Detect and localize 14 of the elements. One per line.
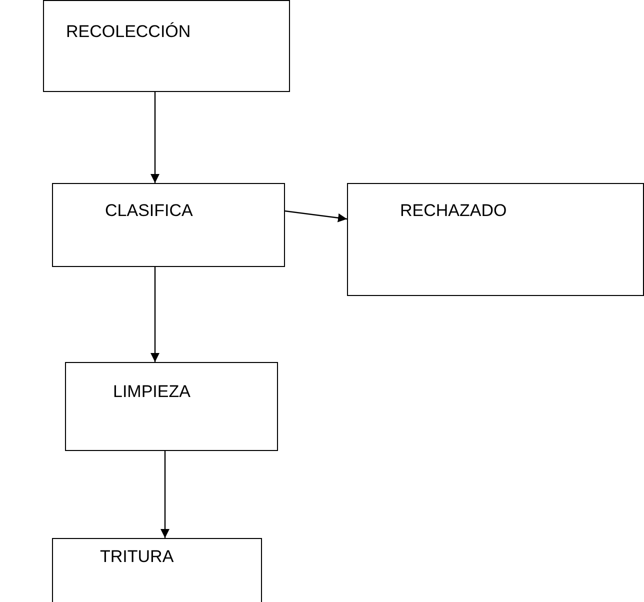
arrow [150,267,160,362]
arrow [160,451,170,538]
process-box [347,183,644,296]
arrow [284,210,348,222]
process-box [52,183,285,267]
process-box [52,538,262,602]
box-label: RECOLECCIÓN [66,22,191,42]
arrow [150,92,160,183]
box-label: LIMPIEZA [113,382,190,402]
box-label: CLASIFICA [105,201,193,221]
box-label: RECHAZADO [400,201,507,221]
process-box [65,362,278,451]
box-label: TRITURA [100,547,174,567]
process-box [43,0,290,92]
